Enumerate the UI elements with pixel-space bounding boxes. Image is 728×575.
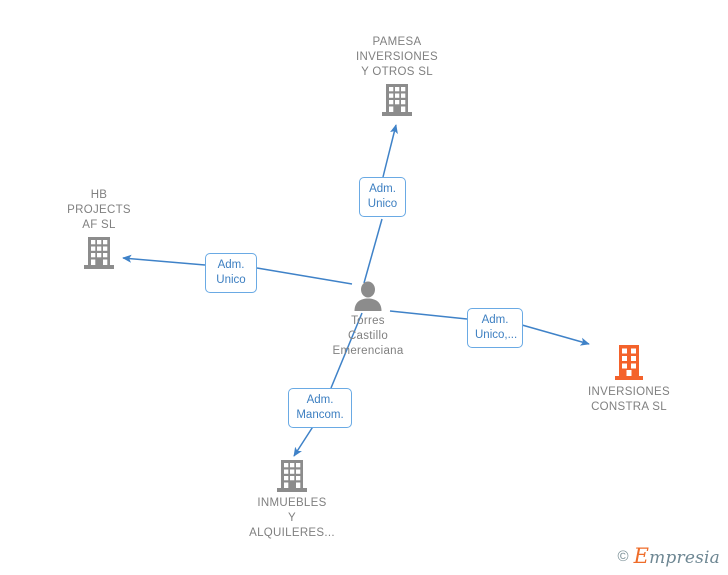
edge-label-adm-unico-inversiones-constra[interactable]: Adm. Unico,...	[467, 308, 523, 348]
building-icon	[615, 345, 643, 380]
node-pamesa-label: PAMESA INVERSIONES Y OTROS SL	[356, 36, 438, 78]
empresia-logo-initial: E	[633, 544, 650, 568]
node-hb-projects[interactable]: HB PROJECTS AF SL	[24, 188, 174, 270]
person-icon	[354, 281, 382, 311]
node-torres-castillo[interactable]: Torres Castillo Emerenciana	[293, 281, 443, 359]
node-hb-projects-label: HB PROJECTS AF SL	[67, 189, 131, 231]
copyright-icon: ©	[617, 547, 629, 565]
edge-label-adm-unico-pamesa[interactable]: Adm. Unico	[359, 177, 406, 217]
node-inmuebles-alquileres-label: INMUEBLES Y ALQUILERES...	[249, 497, 335, 539]
edge-label-adm-unico-hb-projects[interactable]: Adm. Unico	[205, 253, 257, 293]
node-pamesa[interactable]: PAMESA INVERSIONES Y OTROS SL	[322, 35, 472, 117]
empresia-watermark: © Empresia	[618, 544, 720, 568]
node-torres-castillo-label: Torres Castillo Emerenciana	[332, 315, 404, 357]
edge-label-adm-mancom-inmuebles[interactable]: Adm. Mancom.	[288, 388, 352, 428]
node-inversiones-constra[interactable]: INVERSIONES CONSTRA SL	[554, 344, 704, 415]
building-icon	[382, 84, 412, 116]
node-inmuebles-alquileres[interactable]: INMUEBLES Y ALQUILERES...	[217, 459, 367, 541]
building-icon	[84, 237, 114, 269]
building-icon	[277, 460, 307, 492]
node-inversiones-constra-label: INVERSIONES CONSTRA SL	[588, 386, 670, 413]
empresia-logo-text: Empresia	[634, 544, 720, 568]
empresia-logo-rest: mpresia	[649, 548, 720, 568]
